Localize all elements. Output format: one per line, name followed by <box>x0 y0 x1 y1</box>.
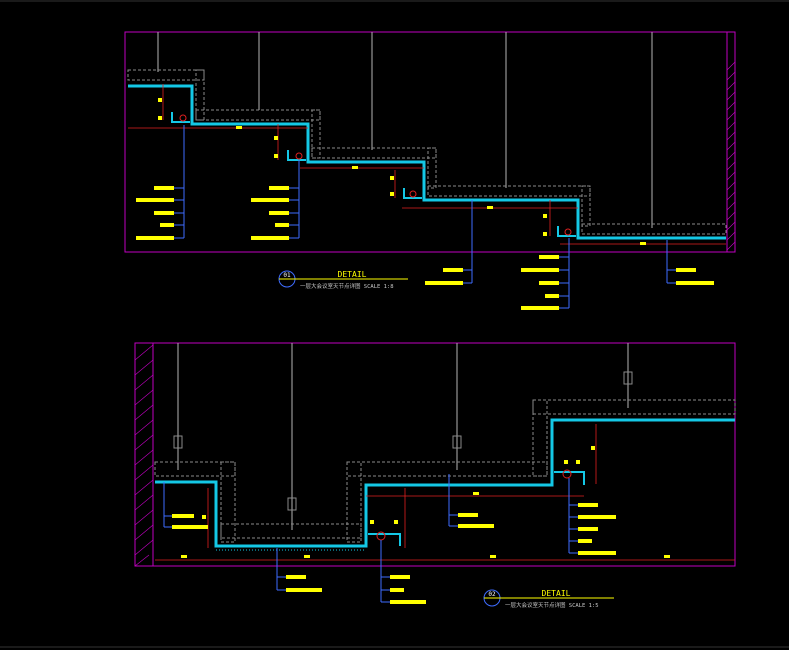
detail-2-subtitle: 一层大会议室天节点详图 SCALE 1:5 <box>505 601 599 609</box>
detail-2-title: DETAIL <box>542 589 571 598</box>
detail-2-title-block: 02 DETAIL 一层大会议室天节点详图 SCALE 1:5 <box>483 589 614 609</box>
detail-1-note-labels <box>136 98 714 310</box>
detail-1-frame <box>124 31 736 253</box>
detail-2-number: 02 <box>488 591 496 598</box>
detail-2-light-pockets <box>368 471 585 546</box>
detail-2-ceiling-profile <box>155 418 735 548</box>
detail-2-drawing: 02 DETAIL 一层大会议室天节点详图 SCALE 1:5 <box>134 342 736 609</box>
detail-2-leaders <box>163 474 578 603</box>
detail-1-drawing: 01 DETAIL 一层大会议室天节点详图 SCALE 1:8 <box>124 31 736 310</box>
detail-1-title-block: 01 DETAIL 一层大会议室天节点详图 SCALE 1:8 <box>278 270 408 290</box>
detail-2-wall-hatch <box>134 344 154 567</box>
detail-1-number: 01 <box>283 272 291 279</box>
detail-2-note-labels <box>172 446 670 604</box>
detail-1-wall-hatch <box>726 61 736 251</box>
detail-2-structure <box>154 399 736 543</box>
detail-2-hangers <box>177 343 629 530</box>
detail-1-ceiling-profile <box>128 84 726 240</box>
detail-1-subtitle: 一层大会议室天节点详图 SCALE 1:8 <box>300 282 394 290</box>
detail-1-hangers <box>157 32 653 228</box>
detail-1-dimensions <box>128 84 726 245</box>
detail-2-dimensions <box>155 424 735 561</box>
detail-2-hanger-fittings <box>173 371 633 511</box>
detail-1-title: DETAIL <box>338 270 367 279</box>
detail-1-lamp-icons <box>179 114 572 236</box>
detail-1-structure <box>127 69 727 235</box>
detail-1-light-pockets <box>171 112 576 237</box>
detail-2-lamp-icons <box>376 469 572 541</box>
detail-2-frame <box>134 342 736 567</box>
detail-1-leaders <box>174 125 676 309</box>
